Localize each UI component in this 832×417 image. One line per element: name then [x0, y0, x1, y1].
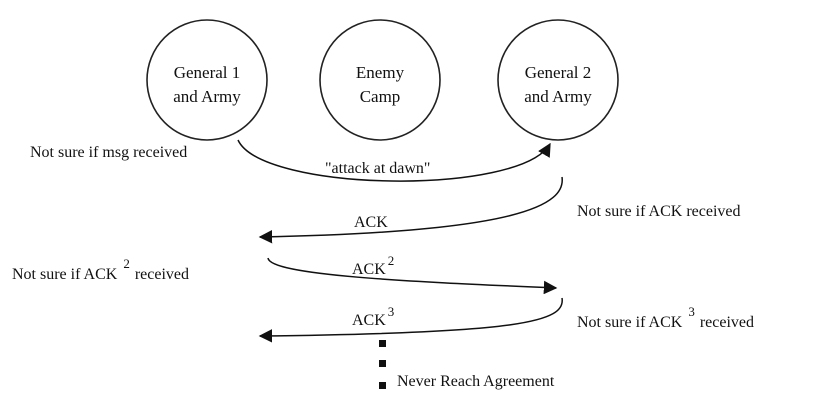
- arrow-attack-message: [237, 139, 551, 182]
- label-ack-3: ACK3: [352, 304, 394, 329]
- note-ack-2-before: Not sure if ACK: [12, 266, 118, 283]
- note-ack-3-after: received: [700, 314, 754, 331]
- general-2-label-line1: General 2: [525, 63, 592, 82]
- ellipsis-dot-2: [379, 360, 386, 367]
- general-1-circle: [146, 19, 268, 141]
- conclusion-label: Never Reach Agreement: [397, 373, 555, 390]
- label-ack-3-base: ACK: [352, 312, 386, 329]
- enemy-camp-label-line2: Camp: [360, 87, 401, 106]
- general-1-label-line1: General 1: [174, 63, 241, 82]
- ellipsis-dot-3: [379, 382, 386, 389]
- note-ack-2-after: received: [135, 266, 189, 283]
- arrow-ack-2: [267, 257, 558, 295]
- label-ack-2-base: ACK: [352, 261, 386, 278]
- label-attack-message: "attack at dawn": [325, 160, 430, 177]
- note-ack-3-before: Not sure if ACK: [577, 314, 683, 331]
- note-msg-uncertain: Not sure if msg received: [30, 144, 187, 161]
- arrow-ack-3: [258, 297, 563, 343]
- general-2-label-line2: and Army: [524, 87, 592, 106]
- enemy-camp-label-line1: Enemy: [356, 63, 405, 82]
- note-ack-1-uncertain: Not sure if ACK received: [577, 203, 741, 220]
- enemy-camp-circle: [319, 19, 441, 141]
- node-general-1: General 1 and Army: [146, 19, 268, 141]
- label-ack-2-exp: 2: [388, 253, 395, 268]
- node-enemy-camp: Enemy Camp: [319, 19, 441, 141]
- note-ack-3-exp: 3: [688, 304, 695, 319]
- ellipsis-dots: [379, 340, 386, 389]
- general-1-label-line2: and Army: [173, 87, 241, 106]
- note-ack-3-uncertain: Not sure if ACK 3 received: [577, 304, 754, 331]
- arrow-ack-1: [258, 176, 563, 244]
- general-2-circle: [497, 19, 619, 141]
- label-ack-1: ACK: [354, 214, 388, 231]
- note-ack-2-uncertain: Not sure if ACK 2 received: [12, 256, 189, 283]
- node-general-2: General 2 and Army: [497, 19, 619, 141]
- ellipsis-dot-1: [379, 340, 386, 347]
- note-ack-2-exp: 2: [123, 256, 130, 271]
- label-ack-2: ACK2: [352, 253, 394, 278]
- label-ack-3-exp: 3: [388, 304, 395, 319]
